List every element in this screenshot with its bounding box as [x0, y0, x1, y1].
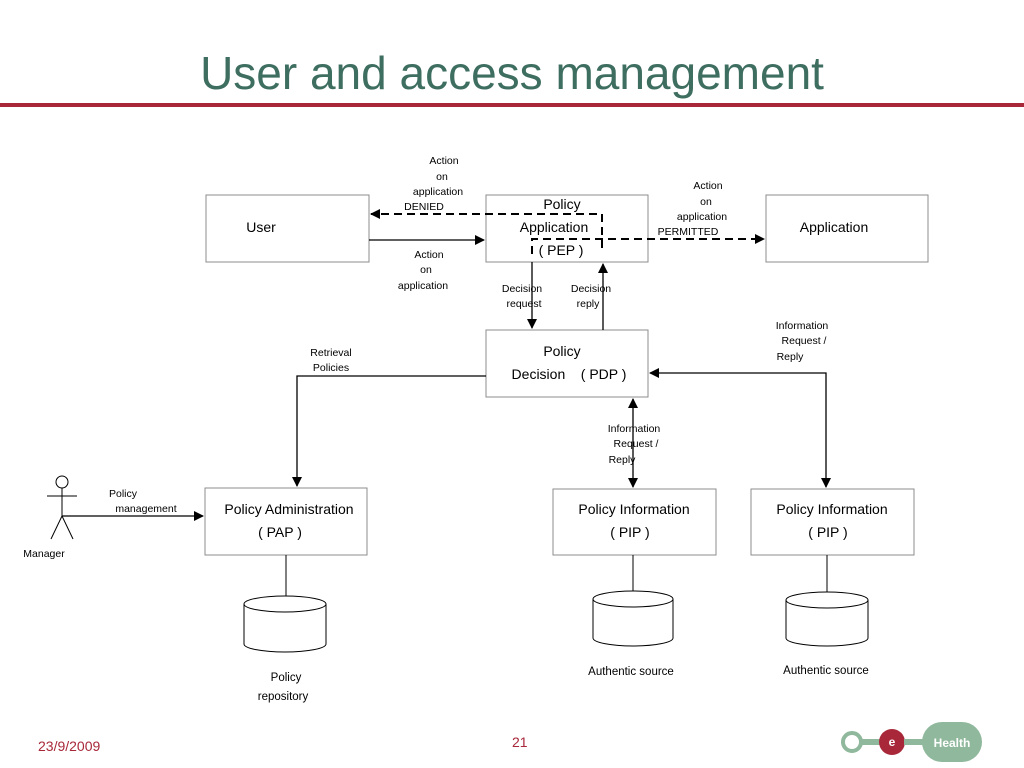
application-box [765, 194, 929, 263]
logo-letter: e [889, 735, 896, 749]
decision-reply-label-line2: reply [577, 298, 601, 310]
permitted-label-line3: application [677, 211, 727, 223]
pep-label-line3: ( PEP ) [539, 242, 584, 258]
pip2-label-line1: Policy Information [776, 501, 887, 517]
pdp-label-line1: Policy [543, 343, 580, 359]
pdp-box [485, 329, 649, 398]
decision-request-label-line1: Decision [502, 283, 542, 295]
manager-figure-icon [47, 475, 77, 540]
pip2-label-line2: ( PIP ) [808, 524, 847, 540]
pep-box [485, 194, 649, 263]
user-box [205, 194, 370, 263]
pip1-label-line1: Policy Information [578, 501, 689, 517]
info-right-label-line3: Reply [777, 351, 805, 363]
logo-text: Health [934, 736, 971, 750]
policy-repository-icon [243, 595, 327, 653]
policy-repository-label-line1: Policy [271, 672, 302, 684]
authentic-source-2-label: Authentic source [783, 665, 869, 677]
decision-request-label-line2: request [506, 298, 541, 310]
policy-management-label-line2: management [115, 503, 176, 515]
policy-management-label-line1: Policy [109, 488, 138, 500]
pap-label-line2: ( PAP ) [258, 524, 302, 540]
decision-reply-label-line1: Decision [571, 283, 611, 295]
pap-label-line1: Policy Administration [224, 501, 353, 517]
permitted-label-line4: PERMITTED [658, 226, 719, 238]
slide-title: User and access management [200, 47, 824, 99]
pdp-pip2-arrow [649, 368, 831, 488]
retrieval-label-line2: Policies [313, 362, 349, 374]
denied-label-line4: DENIED [404, 201, 444, 213]
info-center-label-line1: Information [608, 423, 661, 435]
pap-box [204, 487, 368, 556]
info-center-label-line2: Request / [614, 438, 659, 450]
slide-date: 23/9/2009 [38, 738, 101, 754]
retrieval-arrow [292, 375, 486, 487]
title-divider [0, 103, 1024, 107]
pep-label-line2: Application [520, 219, 589, 235]
action-label-line3: application [398, 280, 448, 292]
authentic-source-2-icon [785, 591, 869, 647]
denied-arrow [370, 209, 603, 248]
permitted-arrow [531, 234, 765, 254]
ehealth-logo-icon: e Health [841, 722, 982, 762]
manager-label: Manager [23, 548, 65, 560]
denied-label-line1: Action [429, 155, 458, 167]
permitted-label-line2: on [700, 196, 712, 208]
pip1-label-line2: ( PIP ) [610, 524, 649, 540]
application-label: Application [800, 219, 869, 235]
info-center-label-line3: Reply [609, 454, 637, 466]
info-right-label-line1: Information [776, 320, 829, 332]
slide-page-number: 21 [512, 734, 528, 750]
info-right-label-line2: Request / [782, 335, 827, 347]
policy-repository-label-line2: repository [258, 691, 309, 703]
retrieval-label-line1: Retrieval [310, 347, 351, 359]
permitted-label-line1: Action [693, 180, 722, 192]
user-label: User [246, 219, 276, 235]
denied-label-line3: application [413, 186, 463, 198]
authentic-source-1-label: Authentic source [588, 666, 674, 678]
pep-label-line1: Policy [543, 196, 580, 212]
pip1-box [552, 488, 717, 556]
action-label-line2: on [420, 264, 432, 276]
pdp-label-line2: Decision ( PDP ) [512, 366, 627, 382]
denied-label-line2: on [436, 171, 448, 183]
authentic-source-1-icon [592, 590, 674, 647]
action-label-line1: Action [414, 249, 443, 261]
pip2-box [750, 488, 915, 556]
